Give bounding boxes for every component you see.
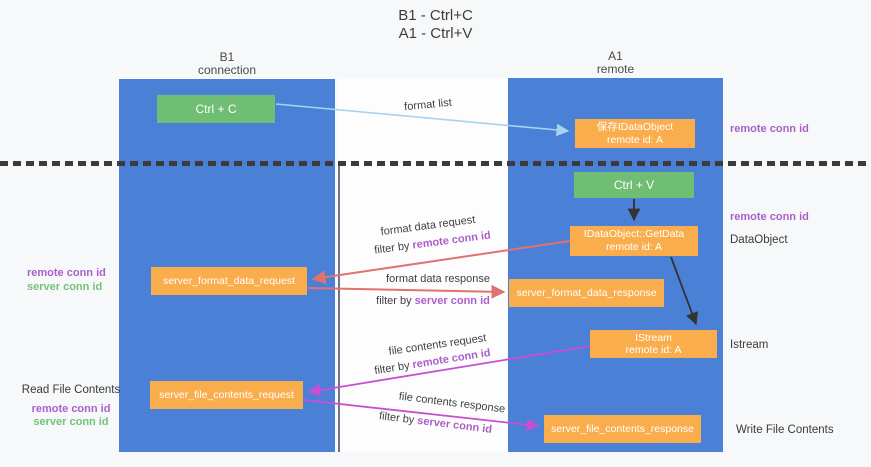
getdata-line2: remote id: A [605,241,663,253]
server-file-contents-response-label: server_file_contents_response [550,423,694,435]
ctrl-v-box: Ctrl + V [574,172,694,198]
format-response-flow-label: format data response [386,273,490,285]
dataobject-label: DataObject [730,234,788,246]
ctrl-v-label: Ctrl + V [613,178,655,192]
server-file-contents-request-label: server_file_contents_request [159,389,294,401]
getdata-box: IDataObject::GetData remote id: A [570,226,698,256]
write-file-contents-label: Write File Contents [736,424,834,436]
lane-a1-role: remote [596,62,635,76]
lane-b1-name: B1 [219,50,235,64]
server-format-data-response-box: server_format_data_response [509,279,664,307]
title-line-1: B1 - Ctrl+C [398,7,473,24]
server-file-contents-response-box: server_file_contents_response [544,415,701,443]
bottom-server-conn-id-label: server conn id [33,416,109,428]
lane-a1-name: A1 [608,49,623,63]
title-line-2: A1 - Ctrl+V [398,25,473,42]
diagram-title: B1 - Ctrl+C A1 - Ctrl+V [0,7,871,43]
server-format-data-request-label: server_format_data_request [163,275,295,287]
format-response-filter-label: filter by server conn id [373,295,493,307]
bottom-remote-conn-id-label: remote conn id [31,403,111,415]
istream-box: IStream remote id: A [590,330,717,358]
server-format-data-request-box: server_format_data_request [151,267,307,295]
format-response-filter-key: server conn id [414,295,490,307]
format-response-filter-prefix: filter by [376,295,415,307]
lane-b1-role: connection [197,63,257,77]
ctrl-c-label: Ctrl + C [195,102,237,116]
save-dataobject-line1: 保存IDataObject [596,120,674,133]
istream-side-label: Istream [730,339,769,351]
lane-header-a1: A1 remote [508,50,723,76]
lane-header-b1: B1 connection [119,51,335,77]
save-dataobject-box: 保存IDataObject remote id: A [575,119,695,148]
read-file-contents-label: Read File Contents [21,384,121,396]
panel-edge-line [338,163,340,452]
server-format-data-response-label: server_format_data_response [516,287,657,299]
istream-line2: remote id: A [625,344,682,356]
remote-conn-id-mid-label: remote conn id [730,211,809,223]
getdata-line1: IDataObject::GetData [583,228,685,240]
left-server-conn-id-label: server conn id [27,281,103,293]
server-file-contents-request-box: server_file_contents_request [150,381,303,409]
dashed-separator-line [0,161,871,166]
istream-line1: IStream [635,332,672,344]
ctrl-c-box: Ctrl + C [157,95,275,123]
left-remote-conn-id-label: remote conn id [27,267,106,279]
save-dataobject-line2: remote id: A [606,133,664,146]
remote-conn-id-top-label: remote conn id [730,123,809,135]
